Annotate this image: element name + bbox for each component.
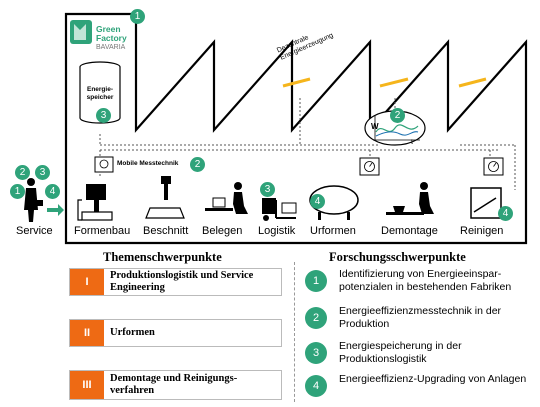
badge-service-2: 2 <box>15 165 30 180</box>
energy-storage-icon <box>79 61 121 124</box>
badge-reinigen: 4 <box>498 206 513 221</box>
station-label-service: Service <box>16 225 53 237</box>
research-item-4: 4 Energieeffizienz-Upgrading von Anlagen <box>305 373 540 407</box>
station-label-beschnitt: Beschnitt <box>143 225 189 237</box>
station-label-reinigen: Reinigen <box>460 225 504 237</box>
badge-service-3: 3 <box>35 165 50 180</box>
station-label-logistik: Logistik <box>258 225 296 237</box>
mobile-meter-icon <box>94 156 114 173</box>
badge-service-1: 1 <box>10 184 25 199</box>
power-graph-icon <box>364 110 426 146</box>
research-text-3: Energiespeicherung in der Produktionslog… <box>339 340 462 365</box>
research-badge-1: 1 <box>305 270 327 292</box>
theme-text-3: Demontage und Reinigungs-verfahren <box>110 373 238 396</box>
factory-outline <box>64 12 528 245</box>
service-arrow <box>47 204 64 216</box>
logo-line-1: Green <box>96 24 121 34</box>
solar-panel-2 <box>379 77 409 88</box>
badge-service-4: 4 <box>45 184 60 199</box>
station-label-formenbau: Formenbau <box>74 225 131 237</box>
factory-diagram <box>24 12 528 245</box>
station-label-demontage: Demontage <box>381 225 438 237</box>
solar-panel-3 <box>458 77 487 88</box>
graph-axis-t: t <box>411 139 413 146</box>
badge-mobile: 2 <box>190 157 205 172</box>
meter-icon-urformen <box>359 157 380 176</box>
storage-label: Energie- speicher <box>86 86 114 101</box>
research-badge-2: 2 <box>305 307 327 329</box>
formenbau-machine-icon <box>77 184 113 221</box>
theme-num-2: II <box>70 320 104 346</box>
logo-line-2: Factory <box>96 33 127 43</box>
station-label-belegen: Belegen <box>202 225 243 237</box>
theme-item-1: I Produktionslogistik und Service Engine… <box>69 268 282 296</box>
badge-storage: 3 <box>96 108 111 123</box>
theme-item-2: II Urformen <box>69 319 282 347</box>
mobile-measure-label: Mobile Messtechnik <box>117 160 179 167</box>
badge-logistik: 3 <box>260 182 275 197</box>
logo-line-3: BAVARIA <box>96 44 126 51</box>
demontage-worker-icon <box>386 182 434 215</box>
research-badge-3: 3 <box>305 342 327 364</box>
beschnitt-machine-icon <box>145 176 185 219</box>
service-person-icon <box>24 178 43 222</box>
reinigen-machine-icon <box>470 187 502 219</box>
green-factory-logo <box>70 20 92 44</box>
theme-num-1: I <box>70 269 104 295</box>
research-text-2: Energieeffizienzmesstechnik in der Produ… <box>339 305 502 330</box>
research-text-1: Identifizierung von Energieeinspar-poten… <box>339 268 512 293</box>
research-text-4: Energieeffizienz-Upgrading von Anlagen <box>339 373 527 385</box>
research-item-1: 1 Identifizierung von Energieeinspar-pot… <box>305 268 540 302</box>
theme-item-3: III Demontage und Reinigungs-verfahren <box>69 370 282 400</box>
research-item-2: 2 Energieeffizienzmesstechnik in der Pro… <box>305 305 540 339</box>
graph-axis-w: W <box>371 122 379 131</box>
solar-panel-1 <box>282 77 311 88</box>
badge-urformen: 4 <box>310 194 325 209</box>
theme-num-3: III <box>70 371 104 399</box>
research-badge-4: 4 <box>305 375 327 397</box>
themen-title: Themenschwerpunkte <box>103 250 222 264</box>
forschung-title: Forschungsschwerpunkte <box>329 250 466 264</box>
logo-text: Green Factory BAVARIA <box>96 25 127 52</box>
meter-icon-reinigen <box>483 157 504 176</box>
logistik-forklift-icon <box>262 198 297 221</box>
station-label-urformen: Urformen <box>310 225 356 237</box>
theme-text-1: Produktionslogistik und Service Engineer… <box>110 270 254 293</box>
belegen-worker-icon <box>205 182 248 214</box>
research-item-3: 3 Energiespeicherung in der Produktionsl… <box>305 340 540 374</box>
section-divider <box>294 262 295 402</box>
badge-graph: 2 <box>390 108 405 123</box>
theme-text-2: Urformen <box>110 327 155 338</box>
badge-logo: 1 <box>130 9 145 24</box>
